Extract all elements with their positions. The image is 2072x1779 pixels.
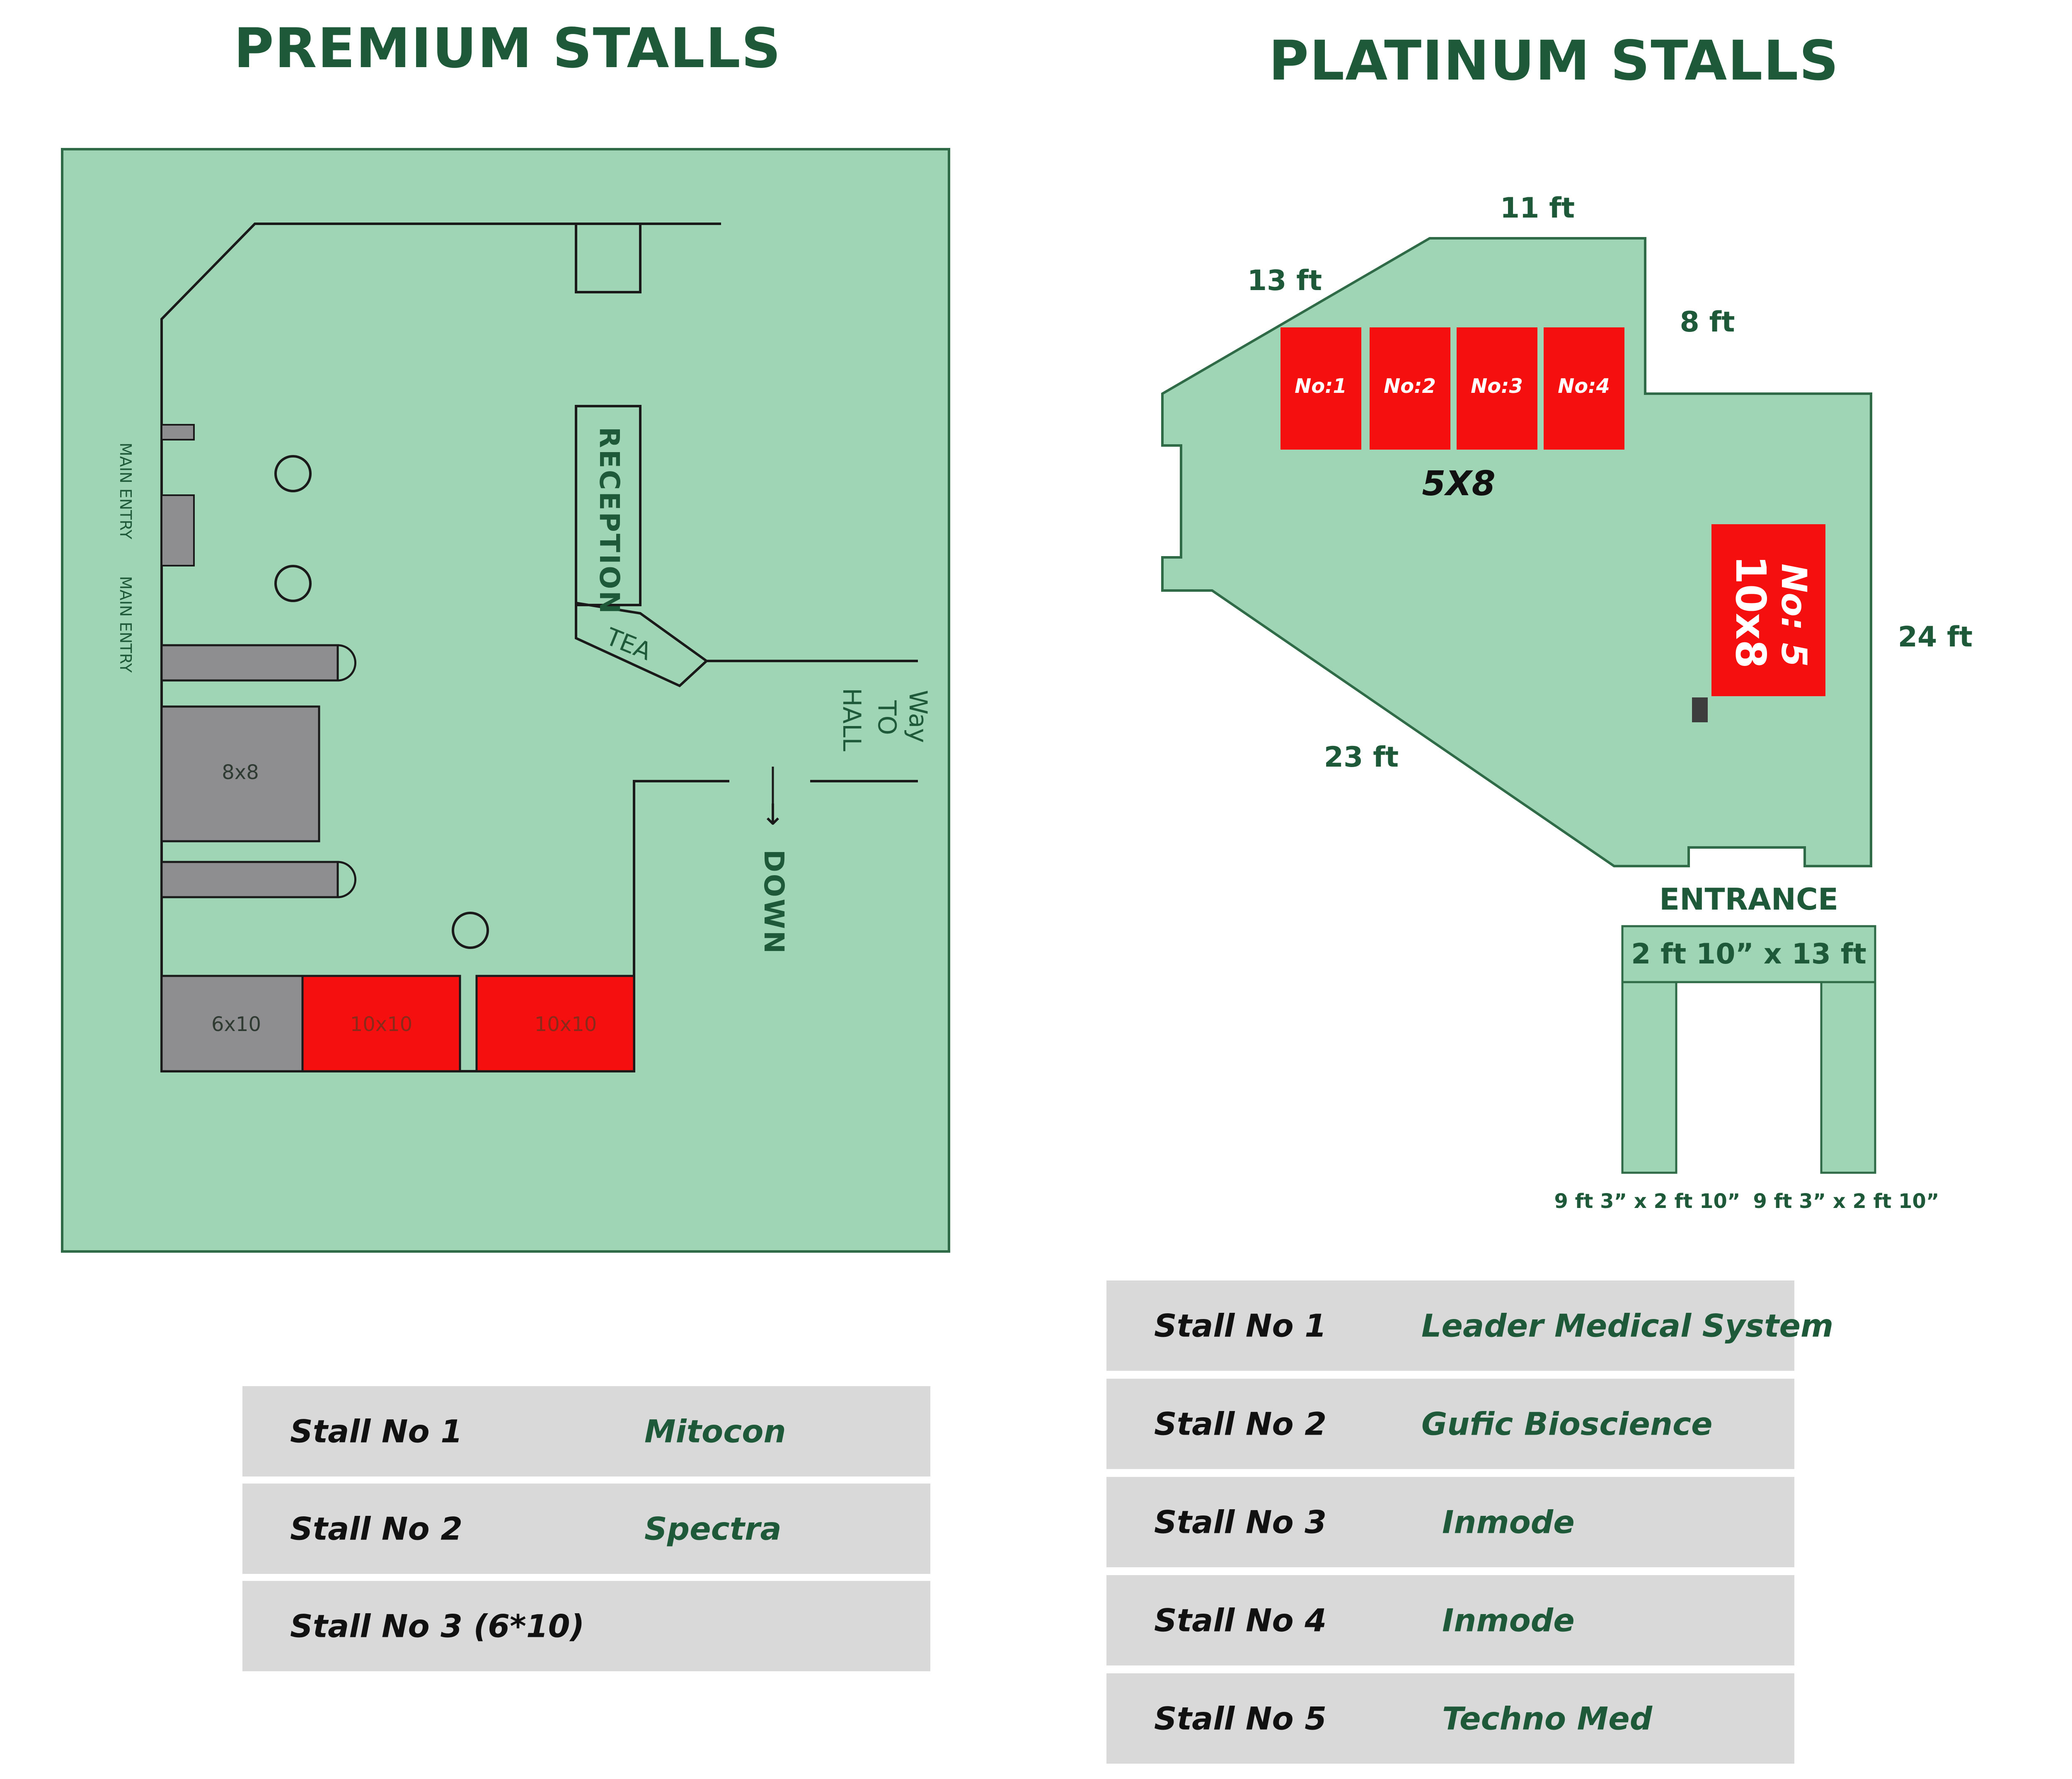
stall-6x10 [160, 975, 304, 1072]
stall-number: Stall No 3 [1154, 1503, 1327, 1541]
stall-10x10-a-label: 10x10 [350, 1013, 413, 1036]
stall-2-label: No:2 [1384, 375, 1436, 398]
entrance-left-size-label: 9 ft 3” x 2 ft 10” [1554, 1190, 1740, 1213]
down-label: DOWN [758, 850, 790, 955]
dim-right-upper-label: 8 ft [1680, 306, 1735, 339]
entrance-top-size-label: 2 ft 10” x 13 ft [1631, 938, 1866, 971]
premium-table-row: Stall No 1 Mitocon [242, 1386, 930, 1476]
stall-number: Stall No 4 [1154, 1602, 1327, 1639]
platinum-stall-1 [1280, 327, 1361, 450]
stall-company: Gufic Bioscience [1421, 1405, 1713, 1443]
platinum-table-row: Stall No 2 Gufic Bioscience [1106, 1379, 1794, 1469]
dim-right-label: 24 ft [1898, 621, 1973, 654]
platinum-stall-3 [1457, 327, 1537, 450]
grey-counter [160, 644, 339, 682]
stall-5-size-label: 10x8 [1726, 555, 1775, 668]
main-entry-label: MAIN ENTRY [116, 576, 135, 673]
stall-number: Stall No 1 [1154, 1307, 1327, 1344]
stall-5-label: No: 5 [1774, 564, 1814, 667]
entry-marker [161, 424, 195, 441]
platinum-stall-5 [1711, 524, 1825, 696]
stall-company: Inmode [1442, 1602, 1575, 1639]
entrance-top-panel [1621, 925, 1876, 983]
entrance-right-size-label: 9 ft 3” x 2 ft 10” [1753, 1190, 1939, 1213]
main-entry-label: MAIN ENTRY [116, 443, 135, 540]
dim-top-label: 11 ft [1500, 192, 1575, 225]
stall-number: Stall No 5 [1154, 1700, 1327, 1737]
marker-block [1692, 697, 1708, 722]
pillar-circle [452, 912, 489, 949]
stall-1-label: No:1 [1295, 375, 1347, 398]
platinum-table-row: Stall No 4 Inmode [1106, 1575, 1794, 1665]
reception-desk [575, 405, 641, 606]
pillar-circle [274, 565, 312, 602]
platinum-stall-2 [1370, 327, 1450, 450]
stall-company: Spectra [644, 1510, 782, 1547]
platinum-title: PLATINUM STALLS [1268, 29, 1840, 93]
stall-number: Stall No 1 [290, 1413, 463, 1450]
premium-table-row: Stall No 3 (6*10) [242, 1581, 930, 1671]
stall-3-label: No:3 [1471, 375, 1523, 398]
entrance-left-panel [1621, 981, 1677, 1174]
premium-title: PREMIUM STALLS [234, 17, 782, 80]
to-label: TO [872, 700, 901, 735]
stall-10x10-b [475, 975, 635, 1072]
stall-number: Stall No 2 [290, 1510, 463, 1547]
premium-table-row: Stall No 2 Spectra [242, 1484, 930, 1574]
stall-8x8-label: 8x8 [222, 761, 259, 784]
way-label: Way [903, 690, 932, 743]
pillar-circle [274, 455, 312, 492]
stall-number: Stall No 3 (6*10) [290, 1607, 585, 1645]
stall-4-label: No:4 [1558, 375, 1610, 398]
hall-label: HALL [837, 688, 866, 752]
stall-company: Mitocon [644, 1413, 786, 1450]
entrance-label: ENTRANCE [1659, 882, 1838, 917]
stall-8x8 [160, 705, 320, 842]
platinum-floor-plan: No:1 No:2 No:3 No:4 5X8 No: 5 10x8 11 ft… [1161, 192, 1973, 1213]
counter-end [337, 861, 356, 898]
platinum-stall-4 [1544, 327, 1624, 450]
dim-upper-left-label: 13 ft [1247, 264, 1322, 297]
platinum-table-row: Stall No 3 Inmode [1106, 1477, 1794, 1567]
tea-counter [575, 601, 709, 687]
premium-floor-area [61, 148, 950, 1253]
pillar-box [575, 223, 641, 293]
entry-door [161, 494, 195, 566]
platinum-table-row: Stall No 5 Techno Med [1106, 1673, 1794, 1764]
stall-10x10-a [301, 975, 461, 1072]
dim-lower-left-label: 23 ft [1324, 741, 1399, 774]
grey-counter [160, 861, 339, 898]
stall-company: Inmode [1442, 1503, 1575, 1541]
counter-end [337, 644, 356, 682]
reception-label: RECEPTION [593, 427, 625, 615]
stall-number: Stall No 2 [1154, 1405, 1327, 1443]
platinum-table-row: Stall No 1 Leader Medical System [1106, 1280, 1833, 1371]
stall-company: Leader Medical System [1421, 1307, 1834, 1344]
stall-row-size-label: 5X8 [1422, 464, 1495, 503]
stall-6x10-label: 6x10 [211, 1013, 261, 1036]
stall-company: Techno Med [1442, 1700, 1653, 1737]
stall-10x10-b-label: 10x10 [535, 1013, 597, 1036]
entrance-right-panel [1820, 981, 1876, 1174]
premium-floor-plan: 8x8 6x10 10x10 10x10 RECEPTION TEA MAIN … [61, 148, 950, 1253]
